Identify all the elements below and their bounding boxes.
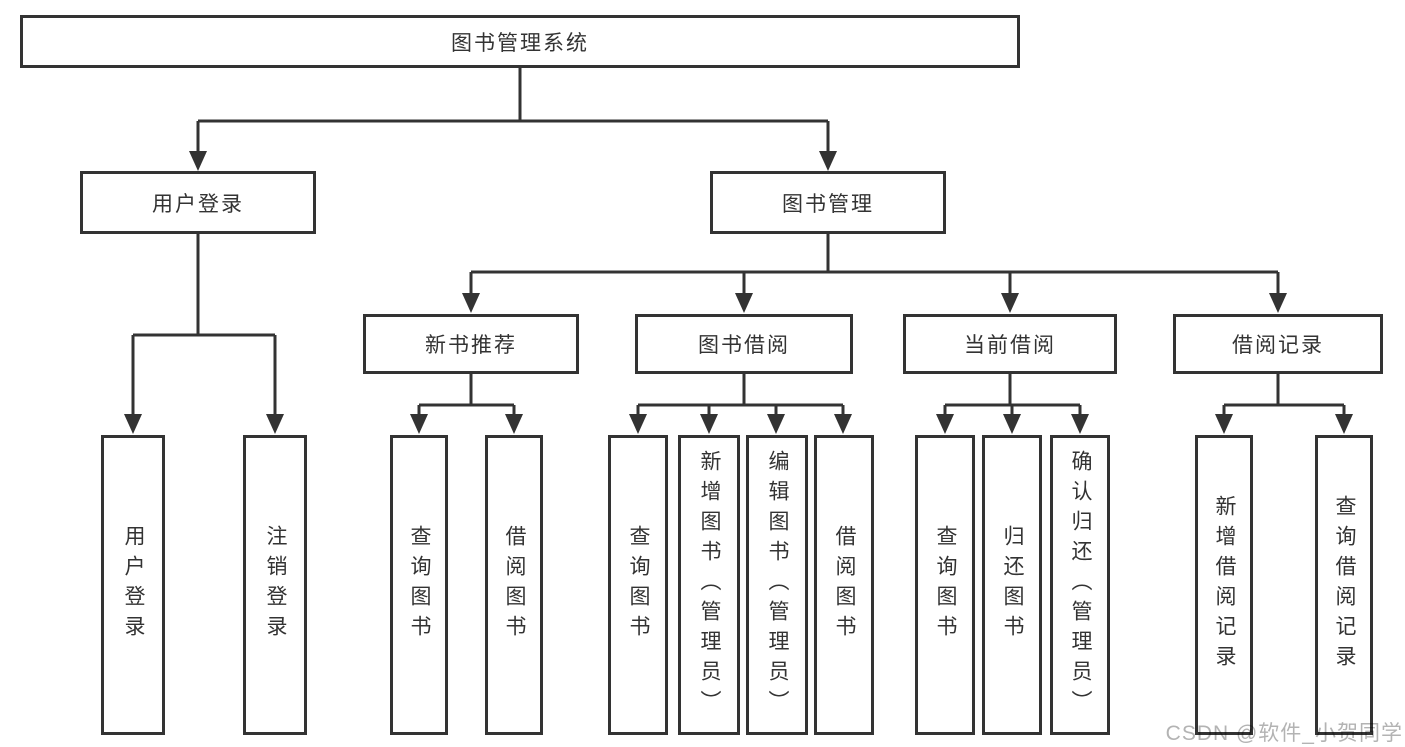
leaf-edit-book-admin: 编辑图书（管理员）: [746, 435, 808, 735]
leaf-query-borrow-record: 查询借阅记录: [1315, 435, 1373, 735]
arrowhead: [1215, 414, 1233, 434]
node-current-borrow-label: 当前借阅: [964, 334, 1056, 357]
leaf-confirm-return-admin: 确认归还（管理员）: [1050, 435, 1110, 735]
leaf-query-books-3-label: 查询图书: [934, 525, 957, 645]
node-book-management: 图书管理: [710, 171, 946, 234]
arrowhead: [629, 414, 647, 434]
node-current-borrow: 当前借阅: [903, 314, 1117, 374]
leaf-return-books: 归还图书: [982, 435, 1042, 735]
leaf-query-books-1: 查询图书: [390, 435, 448, 735]
leaf-query-books-3: 查询图书: [915, 435, 975, 735]
node-system-root-label: 图书管理系统: [451, 31, 589, 55]
leaf-add-borrow-record-label: 新增借阅记录: [1213, 495, 1236, 675]
leaf-query-borrow-record-label: 查询借阅记录: [1333, 495, 1356, 675]
arrowhead: [124, 414, 142, 434]
leaf-query-books-2: 查询图书: [608, 435, 668, 735]
leaf-add-book-admin-label: 新增图书（管理员）: [698, 450, 721, 720]
node-borrow-records-label: 借阅记录: [1232, 334, 1324, 357]
leaf-borrow-books-2-label: 借阅图书: [833, 525, 856, 645]
leaf-user-login: 用户登录: [101, 435, 165, 735]
edge-book-management-to-level3: [469, 234, 1280, 296]
arrowhead: [1071, 414, 1089, 434]
node-book-borrow-label: 图书借阅: [698, 334, 790, 357]
arrowhead: [819, 151, 837, 171]
leaf-edit-book-admin-label: 编辑图书（管理员）: [766, 450, 789, 720]
edge-book-borrow-to-leaves: [636, 374, 845, 417]
leaf-borrow-books-1: 借阅图书: [485, 435, 543, 735]
edge-borrow-records-to-leaves: [1222, 374, 1346, 417]
arrowhead: [505, 414, 523, 434]
arrowhead: [936, 414, 954, 434]
leaf-confirm-return-admin-label: 确认归还（管理员）: [1069, 450, 1092, 720]
arrowhead: [1269, 293, 1287, 313]
arrowhead: [189, 151, 207, 171]
leaf-add-book-admin: 新增图书（管理员）: [678, 435, 740, 735]
arrowhead: [834, 414, 852, 434]
leaf-add-borrow-record: 新增借阅记录: [1195, 435, 1253, 735]
node-new-book-recommend: 新书推荐: [363, 314, 579, 374]
arrowhead: [1335, 414, 1353, 434]
node-book-management-label: 图书管理: [782, 192, 874, 216]
leaf-logout-label: 注销登录: [264, 525, 287, 645]
leaf-user-login-label: 用户登录: [122, 525, 145, 645]
edge-current-borrow-to-leaves: [943, 374, 1082, 417]
node-book-borrow: 图书借阅: [635, 314, 853, 374]
node-user-login: 用户登录: [80, 171, 316, 234]
arrowhead: [735, 293, 753, 313]
csdn-watermark: CSDN @软件_小贺同学: [1165, 722, 1403, 745]
leaf-query-books-1-label: 查询图书: [408, 525, 431, 645]
node-system-root: 图书管理系统: [20, 15, 1020, 68]
leaf-logout: 注销登录: [243, 435, 307, 735]
leaf-borrow-books-1-label: 借阅图书: [503, 525, 526, 645]
arrowhead: [266, 414, 284, 434]
edge-user-login-to-leaves: [131, 234, 277, 417]
arrowhead: [410, 414, 428, 434]
leaf-borrow-books-2: 借阅图书: [814, 435, 874, 735]
node-borrow-records: 借阅记录: [1173, 314, 1383, 374]
arrowhead: [462, 293, 480, 313]
edge-new-book-recommend-to-leaves: [417, 374, 516, 417]
arrowhead: [1001, 293, 1019, 313]
node-new-book-recommend-label: 新书推荐: [425, 334, 517, 357]
arrowhead: [767, 414, 785, 434]
node-user-login-label: 用户登录: [152, 192, 244, 216]
arrowhead: [1003, 414, 1021, 434]
leaf-query-books-2-label: 查询图书: [627, 525, 650, 645]
edge-root-to-level2: [196, 68, 830, 154]
arrowhead: [700, 414, 718, 434]
arrowheads: [124, 151, 1353, 434]
leaf-return-books-label: 归还图书: [1001, 525, 1024, 645]
